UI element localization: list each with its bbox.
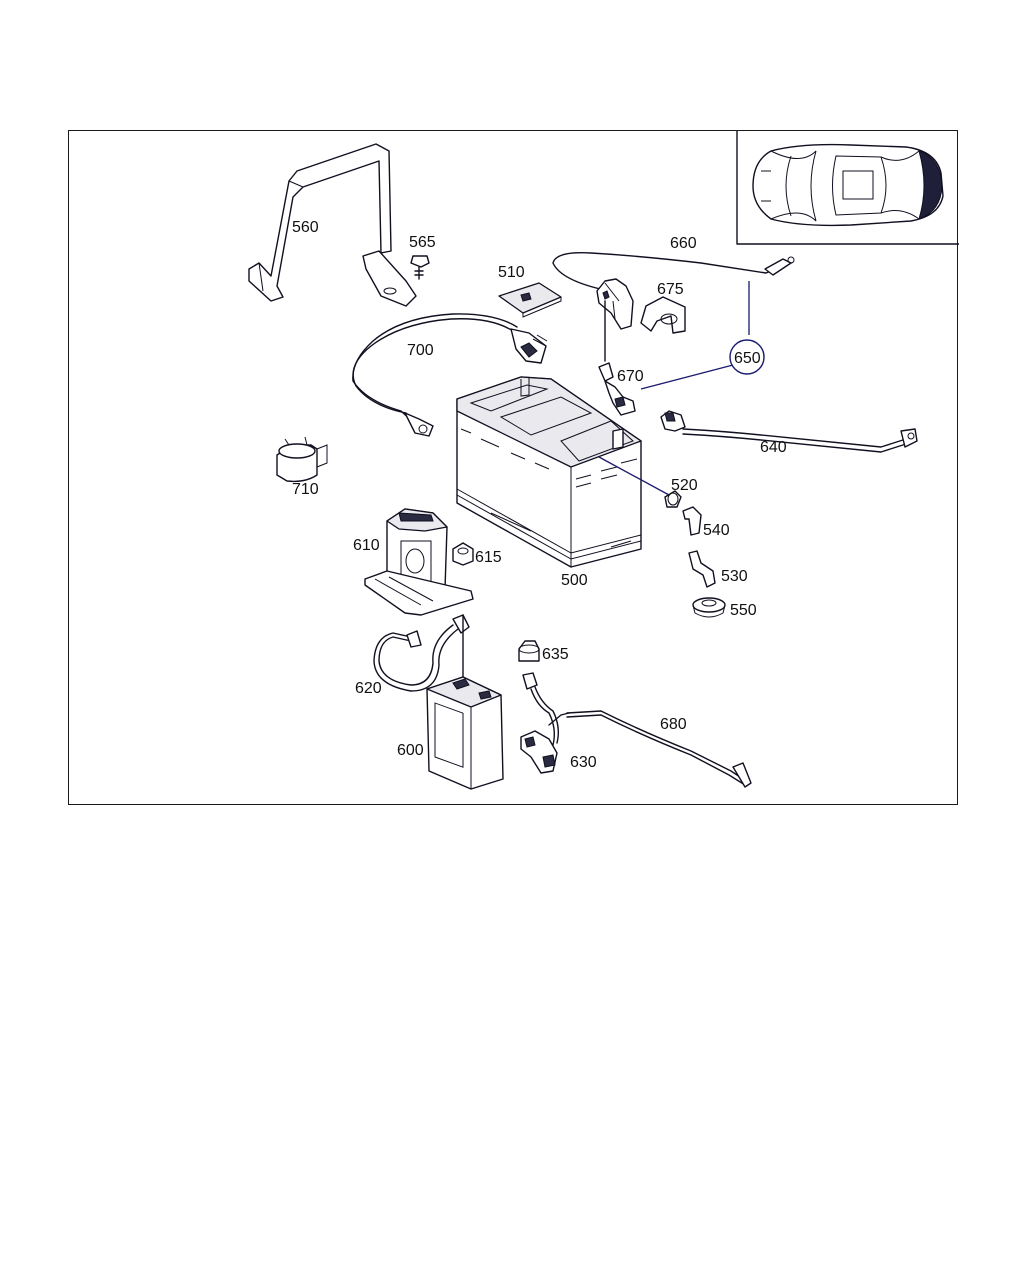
part-710-relay bbox=[276, 436, 328, 483]
part-520-vent bbox=[664, 490, 682, 508]
part-550-grommet bbox=[692, 597, 726, 618]
label-520: 520 bbox=[671, 477, 698, 494]
part-565-bolt bbox=[410, 255, 430, 280]
label-630: 630 bbox=[570, 754, 597, 771]
part-615-nut bbox=[452, 542, 474, 566]
label-650: 650 bbox=[734, 350, 761, 367]
label-500: 500 bbox=[561, 572, 588, 589]
part-530-hose bbox=[688, 550, 716, 588]
label-560: 560 bbox=[292, 219, 319, 236]
part-670-terminal bbox=[598, 362, 636, 416]
part-680-cable bbox=[566, 710, 752, 788]
label-550: 550 bbox=[730, 602, 757, 619]
part-675-clip bbox=[640, 296, 686, 334]
label-675: 675 bbox=[657, 281, 684, 298]
part-500-battery bbox=[456, 376, 670, 568]
part-630-harness bbox=[520, 672, 570, 774]
part-635-cap bbox=[518, 640, 540, 662]
car-top-view-icon bbox=[736, 131, 959, 245]
label-610: 610 bbox=[353, 537, 380, 554]
part-640-cable bbox=[660, 410, 918, 453]
part-620-cable bbox=[373, 614, 470, 692]
label-600: 600 bbox=[397, 742, 424, 759]
parts-diagram: 500 510 520 530 540 550 560 565 600 610 … bbox=[248, 131, 959, 790]
label-635: 635 bbox=[542, 646, 569, 663]
label-620: 620 bbox=[355, 680, 382, 697]
part-510-cover bbox=[498, 282, 562, 318]
part-610-holder bbox=[364, 508, 474, 616]
label-710: 710 bbox=[292, 481, 319, 498]
part-540-elbow bbox=[682, 506, 702, 536]
part-labels: 500 510 520 530 540 550 560 565 600 610 … bbox=[292, 219, 787, 771]
label-510: 510 bbox=[498, 264, 525, 281]
label-565: 565 bbox=[409, 234, 436, 251]
label-615: 615 bbox=[475, 549, 502, 566]
part-650-leader bbox=[640, 281, 765, 390]
part-660-cable bbox=[552, 252, 795, 362]
label-680: 680 bbox=[660, 716, 687, 733]
part-560-bracket bbox=[248, 143, 417, 307]
label-670: 670 bbox=[617, 368, 644, 385]
label-700: 700 bbox=[407, 342, 434, 359]
label-660: 660 bbox=[670, 235, 697, 252]
label-530: 530 bbox=[721, 568, 748, 585]
diagram-frame: 500 510 520 530 540 550 560 565 600 610 … bbox=[68, 130, 959, 805]
part-700-cable bbox=[352, 313, 548, 437]
part-600-aux-battery bbox=[426, 676, 504, 790]
label-540: 540 bbox=[703, 522, 730, 539]
label-640: 640 bbox=[760, 439, 787, 456]
